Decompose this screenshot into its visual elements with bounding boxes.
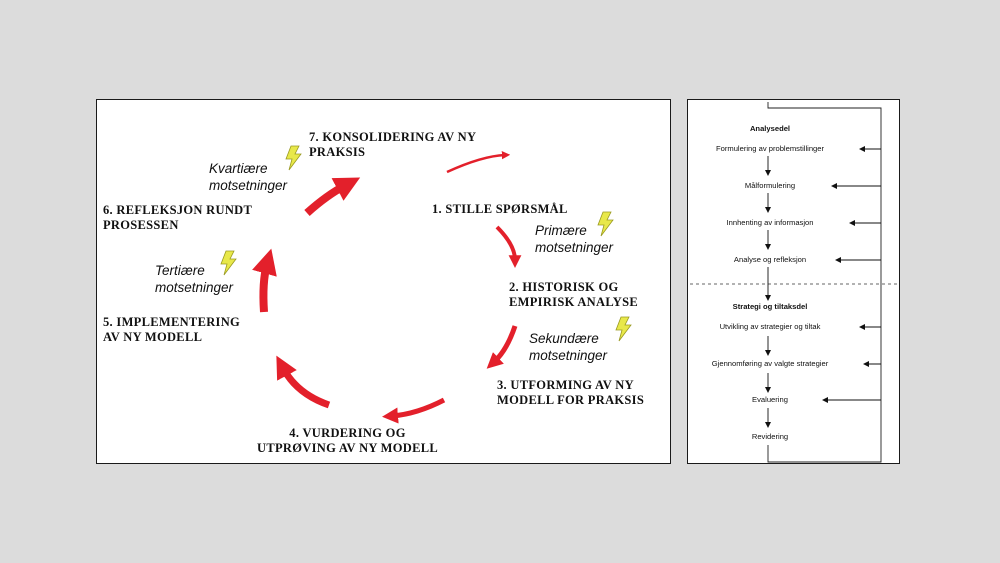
lightning-icon-tertiary	[220, 250, 237, 276]
cycle-diagram-panel: 7. KONSOLIDERING AV NY PRAKSIS 1. STILLE…	[96, 99, 671, 464]
stage-7-label: 7. KONSOLIDERING AV NY PRAKSIS	[309, 130, 477, 159]
stage-3-label: 3. UTFORMING AV NY MODELL FOR PRAKSIS	[497, 378, 645, 407]
strategy-step-3: Evaluering	[752, 395, 788, 404]
cycle-arrows-layer	[220, 145, 632, 424]
contradiction-primary: Primære motsetninger	[535, 223, 614, 255]
strategy-step-1: Utvikling av strategier og tiltak	[719, 322, 821, 331]
cycle-arrow-6-to-7	[304, 177, 361, 216]
cycle-arrow-7-to-1	[446, 150, 511, 174]
strategy-step-2: Gjennomføring av valgte strategier	[711, 359, 829, 368]
contradiction-secondary: Sekundære motsetninger	[529, 331, 608, 363]
cycle-arrow-2-to-3	[486, 325, 518, 369]
analysis-step-3: Innhenting av informasjon	[726, 218, 814, 227]
analysis-heading: Analysedel	[749, 124, 791, 133]
flow-lines-layer	[690, 102, 899, 463]
stage-2-label: 2. HISTORISK OG EMPIRISK ANALYSE	[509, 280, 639, 309]
lightning-icon-quaternary	[285, 145, 302, 171]
stage-6-label: 6. REFLEKSJON RUNDT PROSESSEN	[103, 203, 253, 232]
analysis-step-1: Formulering av problemstillinger	[715, 144, 825, 153]
analysis-step-2: Målformulering	[744, 181, 796, 190]
strategy-heading: Strategi og tiltaksdel	[732, 302, 808, 311]
stage-5-label: 5. IMPLEMENTERING AV NY MODELL	[103, 315, 241, 344]
stage-1-label: 1. STILLE SPØRSMÅL	[432, 202, 568, 216]
flow-diagram-panel: Analysedel Formulering av problemstillin…	[687, 99, 900, 464]
contradiction-tertiary: Tertiære motsetninger	[155, 263, 234, 295]
cycle-arrow-1-to-2	[495, 225, 522, 268]
lightning-icon-primary	[597, 211, 614, 237]
cycle-arrow-4-to-5	[276, 355, 331, 409]
strategy-step-4: Revidering	[751, 432, 789, 441]
cycle-arrow-3-to-4	[382, 397, 446, 424]
lightning-icon-secondary	[615, 316, 632, 342]
cycle-arrow-5-to-6	[252, 248, 277, 313]
stage-4-label: 4. VURDERING OG UTPRØVING AV NY MODELL	[257, 426, 439, 455]
contradiction-quaternary: Kvartiære motsetninger	[209, 161, 288, 193]
analysis-step-4: Analyse og refleksjon	[733, 255, 807, 264]
